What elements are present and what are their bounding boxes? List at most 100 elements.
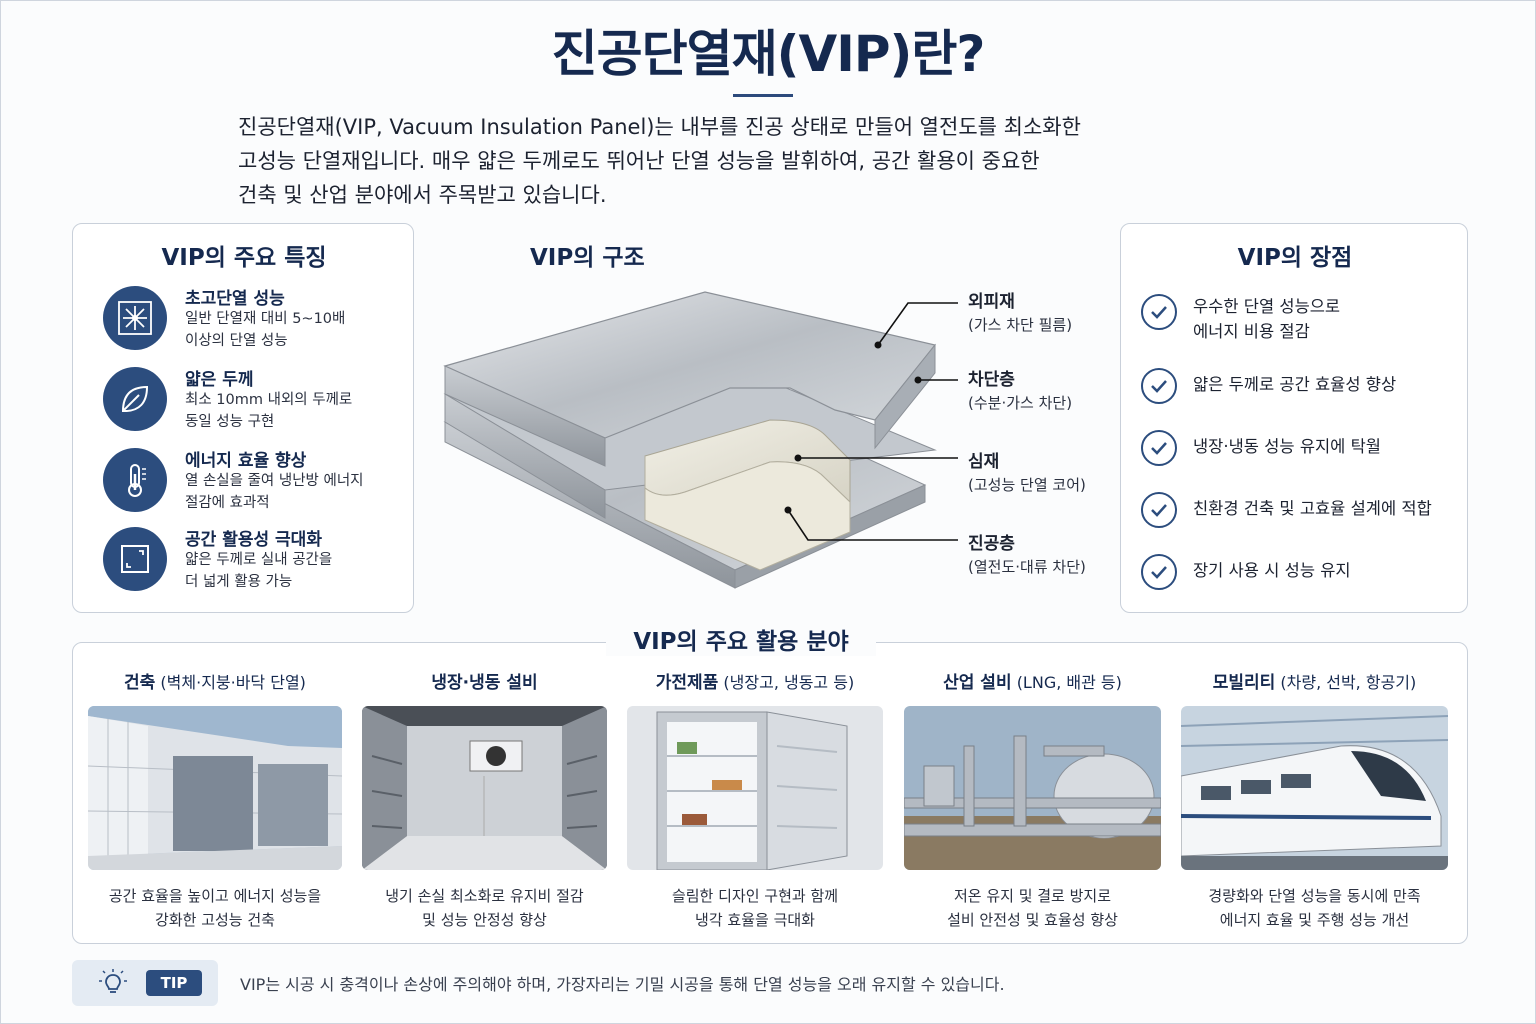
structure-layer-label: 심재 (고성능 단열 코어) <box>968 450 1086 496</box>
feature-desc-line: 이상의 단열 성능 <box>185 333 288 349</box>
usage-desc-line: 공간 효율을 높이고 에너지 성능을 <box>108 887 322 905</box>
feature-desc: 최소 10mm 내외의 두께로 동일 성능 구현 <box>185 389 352 433</box>
advantages-title: VIP의 장점 <box>1237 245 1353 271</box>
layer-name: 차단층 <box>968 370 1015 390</box>
usage-name: 가전제품 <box>655 673 719 693</box>
layer-desc: (열전도·대류 차단) <box>968 558 1086 576</box>
usage-item-refrigeration: 냉장·냉동 설비 냉기 손실 최소화로 유지비 절감 및 성능 안정성 향상 <box>362 668 607 932</box>
usage-heading: 모빌리티 (차량, 선박, 항공기) <box>1181 668 1448 698</box>
usage-desc-line: 저온 유지 및 결로 방지로 <box>953 887 1112 905</box>
advantage-line: 우수한 단열 성능으로 <box>1193 297 1341 316</box>
advantage-item: 얇은 두께로 공간 효율성 향상 <box>1141 368 1471 418</box>
advantage-item: 냉장·냉동 성능 유지에 탁월 <box>1141 430 1471 480</box>
leaf-icon <box>103 367 167 431</box>
feature-desc-line: 얇은 두께로 실내 공간을 <box>185 552 333 568</box>
layer-desc: (고성능 단열 코어) <box>968 476 1086 494</box>
usage-name: 모빌리티 <box>1212 673 1276 693</box>
industrial-plant-image <box>904 706 1161 870</box>
structure-layer-label: 외피재 (가스 차단 필름) <box>968 290 1072 336</box>
feature-item: 공간 활용성 극대화 얇은 두께로 실내 공간을 더 넓게 활용 가능 <box>103 525 403 597</box>
feature-title: 얇은 두께 <box>185 370 254 390</box>
usage-heading: 산업 설비 (LNG, 배관 등) <box>904 668 1161 698</box>
usage-desc: 공간 효율을 높이고 에너지 성능을 강화한 고성능 건축 <box>88 884 342 932</box>
usage-sub: (LNG, 배관 등) <box>1016 673 1122 692</box>
usage-desc-line: 경량화와 단열 성능을 동시에 만족 <box>1208 887 1421 905</box>
tip-text: VIP는 시공 시 충격이나 손상에 주의해야 하며, 가장자리는 기밀 시공을… <box>240 975 1005 994</box>
feature-title: 에너지 효율 향상 <box>185 451 307 471</box>
train-image <box>1181 706 1448 870</box>
feature-item: 에너지 효율 향상 열 손실을 줄여 냉난방 에너지 절감에 효과적 <box>103 446 403 518</box>
usage-heading: 가전제품 (냉장고, 냉동고 등) <box>627 668 883 698</box>
cold-storage-image <box>362 706 607 870</box>
lightbulb-icon <box>99 969 127 993</box>
feature-desc-line: 열 손실을 줄여 냉난방 에너지 <box>185 473 364 489</box>
feature-desc: 열 손실을 줄여 냉난방 에너지 절감에 효과적 <box>185 470 364 514</box>
advantages-panel: VIP의 장점 우수한 단열 성능으로 에너지 비용 절감 얇은 두께로 공간 … <box>1120 223 1468 613</box>
advantage-text: 친환경 건축 및 고효율 설계에 적합 <box>1193 499 1432 518</box>
features-title: VIP의 주요 특징 <box>161 245 327 271</box>
tip-badge: TIP <box>146 970 202 996</box>
usage-desc-line: 설비 안전성 및 효율성 향상 <box>947 911 1118 929</box>
usage-item-building: 건축 (벽체·지붕·바닥 단열) 공간 효율을 높이고 에너지 성능을 강화한 … <box>88 668 342 932</box>
usage-heading: 건축 (벽체·지붕·바닥 단열) <box>88 668 342 698</box>
vip-panel-illustration <box>443 291 958 589</box>
space-icon <box>103 527 167 591</box>
structure-layer-label: 차단층 (수분·가스 차단) <box>968 368 1072 414</box>
feature-desc-line: 더 넓게 활용 가능 <box>185 574 293 590</box>
usage-desc: 저온 유지 및 결로 방지로 설비 안전성 및 효율성 향상 <box>904 884 1161 932</box>
building-image <box>88 706 342 870</box>
usage-item-appliance: 가전제품 (냉장고, 냉동고 등) 슬림한 디자인 구현과 함께 냉각 효율을 … <box>627 668 883 932</box>
feature-desc-line: 동일 성능 구현 <box>185 414 275 430</box>
advantage-text: 우수한 단열 성능으로 에너지 비용 절감 <box>1193 294 1340 344</box>
feature-item: 얇은 두께 최소 10mm 내외의 두께로 동일 성능 구현 <box>103 365 403 437</box>
structure-title: VIP의 구조 <box>530 245 645 271</box>
intro-text: 진공단열재(VIP, Vacuum Insulation Panel)는 내부를… <box>238 110 1198 212</box>
usage-desc-line: 및 성능 안정성 향상 <box>422 911 547 929</box>
page-title: 진공단열재(VIP)란? <box>551 25 986 83</box>
usage-desc: 냉기 손실 최소화로 유지비 절감 및 성능 안정성 향상 <box>362 884 607 932</box>
layer-name: 진공층 <box>968 534 1015 554</box>
usage-sub: (차량, 선박, 항공기) <box>1280 673 1417 692</box>
refrigerator-image <box>627 706 883 870</box>
check-circle-icon <box>1141 294 1177 330</box>
usage-desc-line: 강화한 고성능 건축 <box>155 911 275 929</box>
check-circle-icon <box>1141 492 1177 528</box>
layer-desc: (수분·가스 차단) <box>968 394 1073 412</box>
title-underline <box>733 94 793 97</box>
check-circle-icon <box>1141 430 1177 466</box>
usage-desc: 경량화와 단열 성능을 동시에 만족 에너지 효율 및 주행 성능 개선 <box>1181 884 1448 932</box>
usage-sub: (냉장고, 냉동고 등) <box>723 673 855 692</box>
feature-desc-line: 일반 단열재 대비 5~10배 <box>185 311 346 327</box>
usage-desc-line: 냉각 효율을 극대화 <box>695 911 815 929</box>
feature-item: 초고단열 성능 일반 단열재 대비 5~10배 이상의 단열 성능 <box>103 284 403 356</box>
advantage-text: 냉장·냉동 성능 유지에 탁월 <box>1193 437 1381 456</box>
usage-desc-line: 슬림한 디자인 구현과 함께 <box>671 887 839 905</box>
thermometer-icon <box>103 448 167 512</box>
feature-desc: 얇은 두께로 실내 공간을 더 넓게 활용 가능 <box>185 549 332 593</box>
snowflake-icon <box>103 286 167 350</box>
usage-item-mobility: 모빌리티 (차량, 선박, 항공기) 경량화와 단열 성능을 동시에 만족 에너… <box>1181 668 1448 932</box>
usage-heading: 냉장·냉동 설비 <box>362 668 607 698</box>
check-circle-icon <box>1141 554 1177 590</box>
advantage-text: 얇은 두께로 공간 효율성 향상 <box>1193 375 1397 394</box>
feature-title: 초고단열 성능 <box>185 289 285 309</box>
layer-desc: (가스 차단 필름) <box>968 316 1073 334</box>
usage-desc: 슬림한 디자인 구현과 함께 냉각 효율을 극대화 <box>627 884 883 932</box>
usage-item-industrial: 산업 설비 (LNG, 배관 등) 저온 유지 및 결로 방지로 설비 안전성 … <box>904 668 1161 932</box>
usage-title: VIP의 주요 활용 분야 <box>606 622 876 656</box>
layer-name: 외피재 <box>968 292 1015 312</box>
feature-desc-line: 절감에 효과적 <box>185 495 270 511</box>
intro-line: 고성능 단열재입니다. 매우 얇은 두께로도 뛰어난 단열 성능을 발휘하여, … <box>238 149 1040 173</box>
feature-desc-line: 최소 10mm 내외의 두께로 <box>185 392 353 408</box>
usage-name: 건축 <box>124 673 156 693</box>
usage-name: 냉장·냉동 설비 <box>431 673 538 693</box>
usage-desc-line: 냉기 손실 최소화로 유지비 절감 <box>385 887 584 905</box>
feature-title: 공간 활용성 극대화 <box>185 530 322 550</box>
usage-desc-line: 에너지 효율 및 주행 성능 개선 <box>1219 911 1410 929</box>
advantage-line: 에너지 비용 절감 <box>1193 322 1310 341</box>
layer-name: 심재 <box>968 452 1000 472</box>
intro-line: 건축 및 산업 분야에서 주목받고 있습니다. <box>238 183 607 207</box>
intro-line: 진공단열재(VIP, Vacuum Insulation Panel)는 내부를… <box>238 115 1081 139</box>
advantage-item: 장기 사용 시 성능 유지 <box>1141 554 1471 604</box>
feature-desc: 일반 단열재 대비 5~10배 이상의 단열 성능 <box>185 308 345 352</box>
